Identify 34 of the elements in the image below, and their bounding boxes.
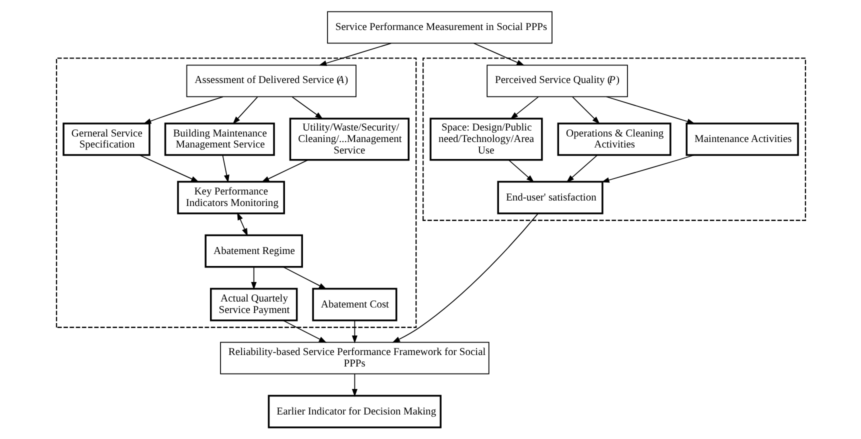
node-box: Space: Design/Public need/Technology/Area Use xyxy=(429,118,542,161)
arrow xyxy=(282,266,326,290)
node-box: Earlier Indicator for Decision Making xyxy=(267,394,442,428)
node-box: End-user' satisfaction xyxy=(496,180,603,214)
arrow xyxy=(260,159,308,182)
arrow xyxy=(351,320,357,344)
arrow xyxy=(232,96,258,124)
node-box: Reliability-based Service Performance Framework for Social PPPs xyxy=(220,342,489,374)
cluster xyxy=(55,58,416,328)
arrow xyxy=(392,213,538,343)
node-box: Maintenance Activities xyxy=(685,122,798,156)
arrow xyxy=(510,96,538,120)
arrow xyxy=(222,154,229,183)
arrow xyxy=(572,96,600,124)
arrow xyxy=(236,212,248,236)
node-box: Building Maintenance Management Service xyxy=(164,122,274,156)
node-box: Actual Quartely Service Payment xyxy=(210,288,298,322)
node-box: Utility/Waste/Security/ Cleaning/...Management Service xyxy=(288,118,410,161)
node-box: Operations & Cleaning Activities xyxy=(556,122,671,156)
node-box: Abatement Regime xyxy=(204,234,302,268)
arrow xyxy=(142,96,223,124)
arrow xyxy=(282,320,326,343)
arrow xyxy=(291,96,323,120)
arrow xyxy=(138,154,199,182)
arrow xyxy=(508,159,534,183)
arrow xyxy=(250,266,256,290)
node-box: Gerneral Service Specification xyxy=(62,122,150,156)
node-box: Abatement Cost xyxy=(312,288,397,322)
node-box: Service Performance Measurement in Social PPPs xyxy=(326,11,552,44)
arrow xyxy=(351,373,357,397)
arrow xyxy=(566,154,598,183)
arrow xyxy=(606,96,694,124)
node-box: Key Performance Indicators Monitoring xyxy=(176,180,284,214)
arrow xyxy=(600,154,694,183)
